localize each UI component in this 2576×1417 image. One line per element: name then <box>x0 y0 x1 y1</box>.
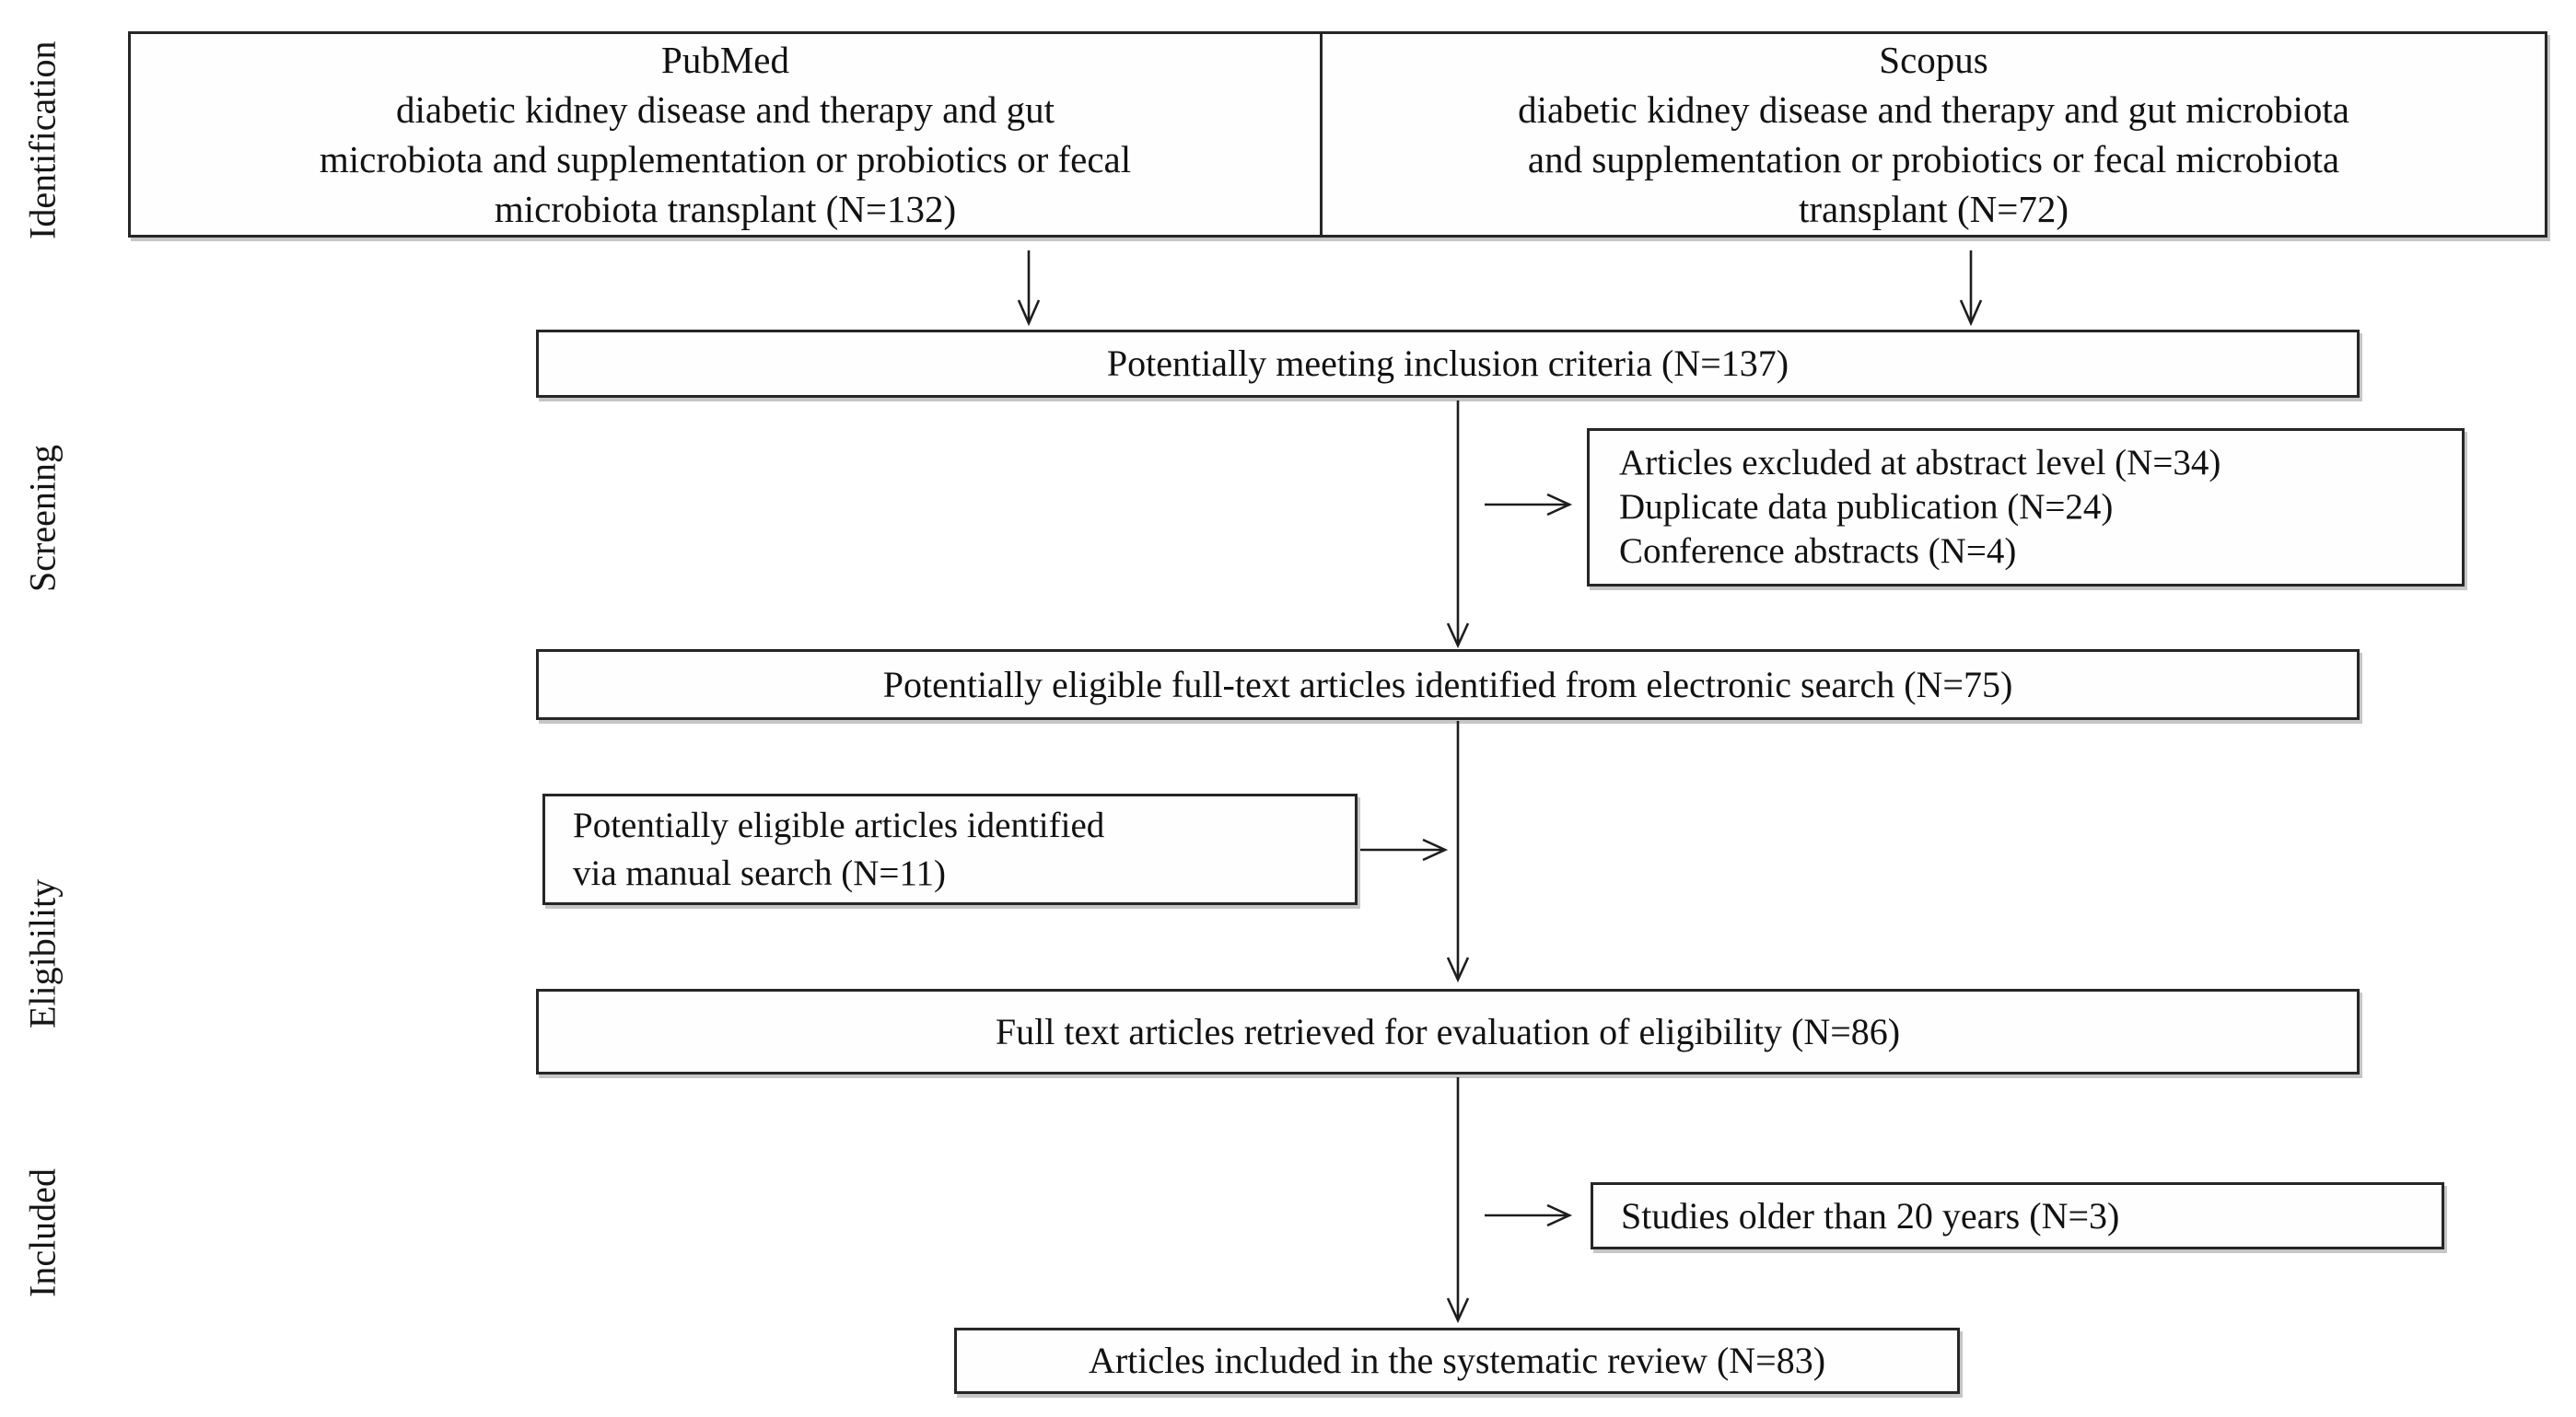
inclusion-criteria-text: Potentially meeting inclusion criteria (… <box>1106 343 1789 384</box>
manual-search-line-1: Potentially eligible articles identified <box>573 805 1105 845</box>
manual-search-box: Potentially eligible articles identified… <box>542 794 1358 905</box>
fulltext-evaluation-text: Full text articles retrieved for evaluat… <box>995 1010 1901 1052</box>
fulltext-evaluation-box: Full text articles retrieved for evaluat… <box>536 989 2360 1074</box>
included-review-text: Articles included in the systematic revi… <box>1088 1340 1826 1381</box>
stage-label-eligibility: Eligibility <box>21 878 64 1028</box>
excluded-line-1: Articles excluded at abstract level (N=3… <box>1619 443 2221 482</box>
stage-label-included: Included <box>21 1168 64 1297</box>
arrow-pubmed-to-inclusion <box>1017 250 1041 327</box>
arrow-inclusion-to-electronic <box>1446 401 1470 649</box>
pubmed-query-line-3: microbiota transplant (N=132) <box>494 188 957 230</box>
pubmed-query-line-2: microbiota and supplementation or probio… <box>319 138 1132 180</box>
stage-label-identification: Identification <box>21 41 64 240</box>
excluded-line-3: Conference abstracts (N=4) <box>1619 531 2017 571</box>
pubmed-title: PubMed <box>661 39 789 81</box>
scopus-search-box: Scopus diabetic kidney disease and thera… <box>1323 31 2547 238</box>
pubmed-search-box: PubMed diabetic kidney disease and thera… <box>128 31 1323 238</box>
arrow-manual-to-mainline <box>1360 838 1449 862</box>
stage-label-screening: Screening <box>21 445 64 592</box>
pubmed-query-line-1: diabetic kidney disease and therapy and … <box>396 88 1055 131</box>
scopus-query-line-3: transplant (N=72) <box>1799 188 2069 230</box>
excluded-abstract-box: Articles excluded at abstract level (N=3… <box>1587 428 2465 587</box>
arrow-electronic-to-fulltext <box>1446 721 1470 983</box>
manual-search-line-2: via manual search (N=11) <box>573 853 946 893</box>
studies-older-text: Studies older than 20 years (N=3) <box>1621 1194 2120 1237</box>
excluded-line-2: Duplicate data publication (N=24) <box>1619 487 2114 527</box>
arrow-fulltext-to-included <box>1446 1077 1470 1324</box>
included-review-box: Articles included in the systematic revi… <box>954 1328 1960 1394</box>
studies-older-box: Studies older than 20 years (N=3) <box>1591 1182 2444 1249</box>
scopus-title: Scopus <box>1879 39 1988 81</box>
arrow-to-older-box <box>1485 1203 1573 1227</box>
scopus-query-line-2: and supplementation or probiotics or fec… <box>1527 138 2340 180</box>
arrow-scopus-to-inclusion <box>1959 250 1983 327</box>
arrow-to-excluded-box <box>1485 493 1573 517</box>
scopus-query-line-1: diabetic kidney disease and therapy and … <box>1518 88 2349 131</box>
inclusion-criteria-box: Potentially meeting inclusion criteria (… <box>536 330 2360 398</box>
electronic-search-text: Potentially eligible full-text articles … <box>882 663 2013 705</box>
electronic-search-box: Potentially eligible full-text articles … <box>536 649 2360 720</box>
